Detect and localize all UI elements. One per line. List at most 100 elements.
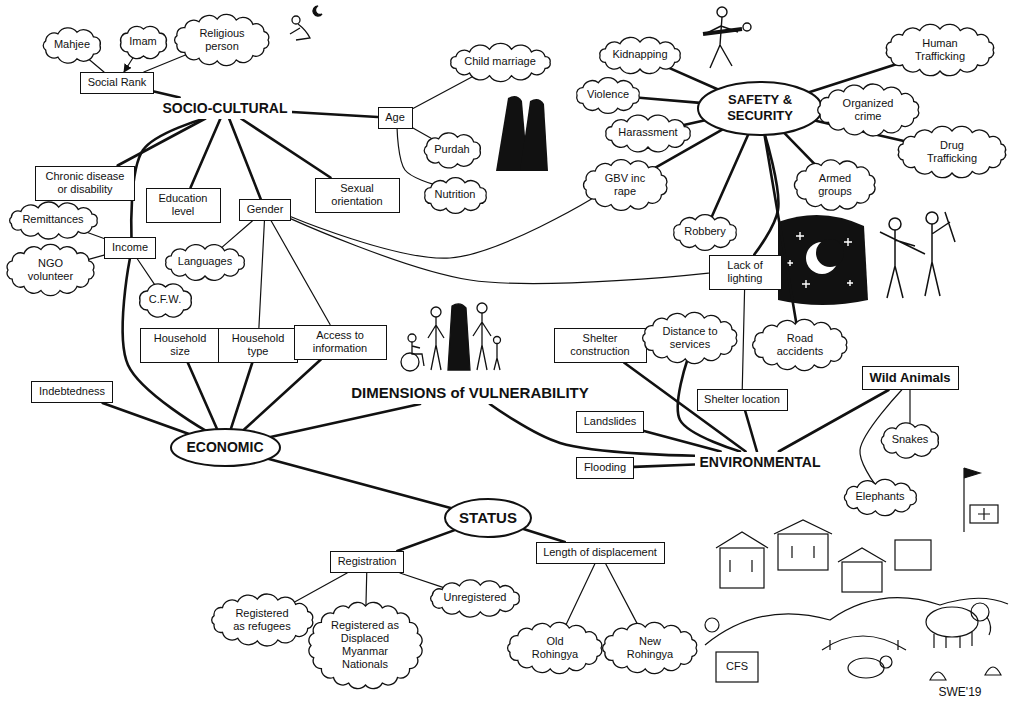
camp-scene-part [822, 636, 906, 650]
text-group: Violence [587, 88, 630, 101]
factor-cloud: Remittances [6, 203, 101, 238]
connector-line [137, 259, 155, 286]
factor-cloud: Harassment [602, 116, 694, 151]
node-text: New Rohingya [620, 635, 681, 661]
node-text: Religious person [192, 27, 253, 53]
connector-line [666, 66, 718, 89]
factor-cloud: Drug Trafficking [895, 127, 1009, 177]
node-text: Snakes [891, 433, 929, 446]
node-text: DIMENSIONS of VULNERABILITY [351, 384, 590, 402]
connector-line [365, 573, 367, 605]
factor-box: Gender [239, 199, 291, 221]
connector-line [745, 411, 757, 452]
text-group: Registered as refugees [229, 607, 295, 633]
camp-scene-part [978, 508, 990, 520]
cloud-shape [577, 77, 640, 113]
text-group: Landslides [583, 415, 637, 428]
node-text: Languages [177, 255, 233, 268]
node-text: Unregistered [443, 591, 507, 604]
cloud-shape [844, 479, 916, 515]
node-text: Imam [129, 35, 158, 48]
kidnapping-figure-part [703, 29, 742, 34]
category-heading: SOCIO-CULTURAL [158, 98, 292, 119]
cloud-shape [794, 160, 875, 210]
connector-line [293, 573, 347, 603]
factor-box: Chronic disease or disability [35, 166, 135, 201]
camp-scene-part [964, 468, 980, 478]
cloud-shape [603, 622, 697, 673]
cloud-shape [450, 43, 549, 81]
connector-line [779, 390, 889, 452]
connector-line [764, 133, 796, 323]
node-text: STATUS [459, 509, 518, 527]
node-text: Road accidents [770, 332, 831, 358]
connector-line [742, 290, 744, 390]
camp-scene-part [774, 520, 832, 558]
text-group: ECONOMIC [186, 439, 264, 456]
node-text: Wild Animals [869, 370, 952, 386]
text-group: ENVIRONMENTAL [699, 454, 822, 471]
text-group: Flooding [583, 461, 627, 474]
cloud-shape [817, 84, 918, 136]
text-group: Indebtedness [38, 385, 106, 398]
camp-scene-part [720, 548, 764, 588]
cloud-shape [600, 37, 681, 73]
connector-line [783, 132, 816, 166]
factor-cloud: Distance to services [640, 313, 740, 363]
camp-scene-part [716, 652, 758, 682]
connector-line [644, 431, 721, 451]
factor-box: Shelter construction [554, 328, 647, 363]
node-text: Drug Trafficking [917, 139, 988, 165]
crowd-figures-part [431, 307, 441, 317]
camp-scene-part [880, 656, 892, 668]
cloud-shape [139, 283, 191, 316]
text-group: Unregistered [443, 591, 507, 604]
node-text: Child marriage [464, 55, 537, 68]
text-group: C.F.W. [148, 293, 182, 306]
node-text: Education level [153, 192, 214, 218]
crowd-figures-part [494, 337, 501, 344]
cloud-shape [424, 132, 480, 167]
crowd-figures-part [473, 313, 491, 370]
node-text: Harassment [618, 126, 679, 139]
camp-scene-part [716, 532, 768, 572]
text-group: Old Rohingya [525, 635, 586, 661]
factor-cloud: Unregistered [427, 581, 523, 616]
text-group: Registration [337, 555, 397, 568]
praying-figure [290, 6, 322, 40]
category-oval: ECONOMIC [169, 427, 282, 468]
cloud-shape [166, 244, 245, 280]
node-text: Household type [225, 332, 291, 358]
category-heading: ENVIRONMENTAL [695, 452, 826, 473]
text-group: Chronic disease or disability [42, 170, 128, 196]
factor-box: Shelter location [697, 389, 788, 411]
node-text: Shelter construction [561, 332, 640, 358]
node-text: Violence [587, 88, 630, 101]
cloud-shape [43, 27, 100, 62]
connector-line [89, 255, 104, 259]
crowd-figures-part [408, 334, 416, 342]
cloud-shape [643, 312, 737, 363]
node-text: Nutrition [434, 188, 476, 201]
category-oval: STATUS [443, 497, 533, 539]
night-sky-part [816, 239, 844, 267]
kidnapping-figure [703, 7, 751, 68]
factor-box: Wild Animals [862, 366, 959, 390]
factor-cloud: Violence [573, 78, 643, 113]
connector-line [229, 119, 261, 200]
praying-figure-part [313, 6, 322, 16]
connector-line [397, 530, 456, 551]
praying-figure-part [290, 24, 310, 40]
connector-line [400, 573, 444, 588]
text-group: Wild Animals [869, 370, 952, 386]
text-group: Organized crime [835, 97, 901, 123]
camp-scene [705, 468, 1008, 682]
cloud-shape [898, 126, 1005, 177]
text-group: Kidnapping [612, 48, 669, 61]
kidnapping-figure-part [717, 7, 727, 17]
factor-box: Household size [140, 328, 220, 363]
camp-scene-part [838, 548, 886, 562]
node-text: Indebtedness [38, 385, 106, 398]
text-group: Snakes [891, 433, 929, 446]
kidnapping-figure-part [705, 17, 738, 68]
